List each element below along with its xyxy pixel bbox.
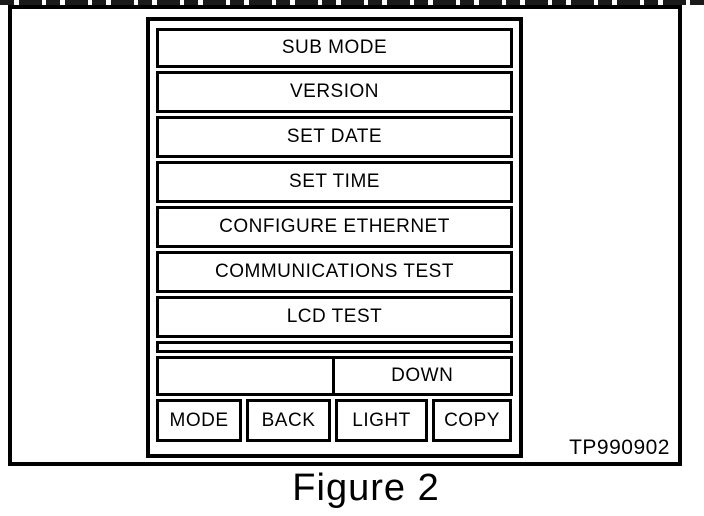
- figure-caption: Figure 2: [292, 467, 440, 509]
- mode-button[interactable]: MODE: [156, 399, 242, 442]
- figure-border: SUB MODE VERSION SET DATE SET TIME CONFI…: [8, 5, 682, 466]
- scan-artifact-top-edge: [0, 0, 704, 5]
- nav-empty-cell: [159, 359, 335, 393]
- separator-strip: [156, 341, 513, 353]
- copy-button[interactable]: COPY: [432, 399, 512, 442]
- menu-item-set-date[interactable]: SET DATE: [156, 116, 513, 158]
- back-button[interactable]: BACK: [246, 399, 331, 442]
- softkey-row: MODE BACK LIGHT COPY: [156, 399, 513, 442]
- menu-item-communications-test[interactable]: COMMUNICATIONS TEST: [156, 251, 513, 293]
- screen-title: SUB MODE: [156, 28, 513, 68]
- menu-item-version[interactable]: VERSION: [156, 71, 513, 113]
- nav-row: DOWN: [156, 356, 513, 396]
- menu-item-set-time[interactable]: SET TIME: [156, 161, 513, 203]
- device-screen-panel: SUB MODE VERSION SET DATE SET TIME CONFI…: [146, 17, 523, 458]
- menu-item-lcd-test[interactable]: LCD TEST: [156, 296, 513, 338]
- menu-item-configure-ethernet[interactable]: CONFIGURE ETHERNET: [156, 206, 513, 248]
- light-button[interactable]: LIGHT: [335, 399, 428, 442]
- down-button[interactable]: DOWN: [391, 365, 454, 386]
- figure-reference-code: TP990902: [569, 436, 670, 459]
